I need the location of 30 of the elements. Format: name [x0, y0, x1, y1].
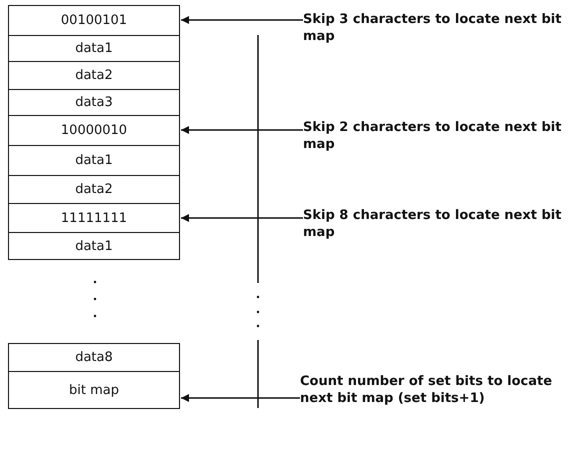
memory-cell: [8, 371, 180, 409]
arrow: [181, 126, 303, 134]
annotation-text: Skip 8 characters to locate next bit map: [303, 208, 562, 240]
cell-text: data1: [75, 41, 113, 56]
memory-cell: [8, 343, 180, 372]
cell-text: bit map: [69, 382, 119, 398]
cell-text: data2: [75, 68, 113, 83]
memory-cell: [8, 203, 180, 233]
annotation-text: Count number of set bits to locate next bit map (set bits+1): [300, 374, 552, 406]
arrow: [181, 16, 303, 24]
cell-text: 11111111: [60, 210, 128, 226]
memory-cell: [8, 175, 180, 204]
arrow: [181, 394, 300, 402]
cell-text: data1: [75, 238, 113, 254]
memory-cell: [8, 115, 180, 146]
cell-text: data8: [75, 350, 113, 365]
cell-text: 10000010: [60, 123, 128, 138]
memory-cell: [8, 5, 180, 36]
memory-cell: [8, 35, 180, 62]
annotation-text: Skip 3 characters to locate next bit map: [303, 12, 562, 44]
memory-cell: [8, 89, 180, 116]
cell-text: data1: [75, 153, 113, 168]
memory-cell: [8, 61, 180, 90]
annotation-text: Skip 2 characters to locate next bit map: [303, 120, 562, 152]
memory-cell: [8, 145, 180, 176]
cell-text: data3: [75, 95, 113, 110]
arrow: [181, 214, 303, 222]
cell-text: 00100101: [60, 13, 128, 28]
memory-cell: [8, 232, 180, 260]
cell-text: data2: [75, 182, 113, 197]
